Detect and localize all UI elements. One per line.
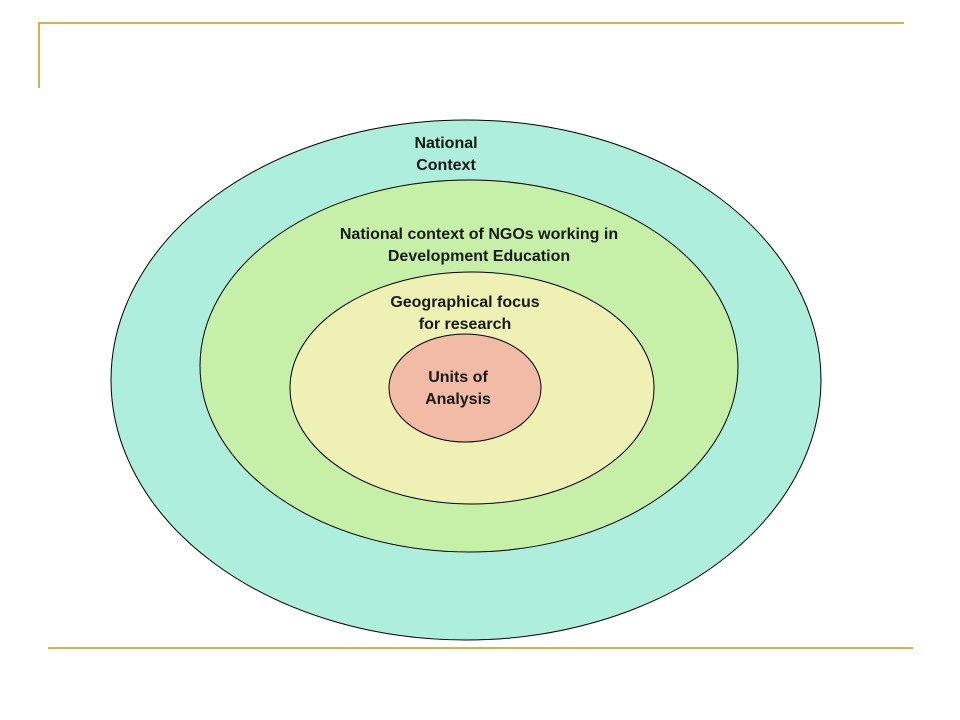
national-context-label-line-2: Context [416, 157, 476, 174]
top-accent-line [38, 22, 904, 24]
ngo-context-label-line-1: National context of NGOs working in [340, 226, 618, 243]
national-context-label-line-1: National [414, 135, 477, 152]
left-accent-line [38, 22, 40, 88]
layer-units-of-analysis: Units of Analysis [388, 333, 542, 443]
ngo-context-label-line-2: Development Education [388, 248, 570, 265]
geographical-focus-label-line-1: Geographical focus [390, 294, 539, 311]
units-of-analysis-label-line-2: Analysis [425, 391, 491, 408]
units-of-analysis-label-line-1: Units of [428, 369, 488, 386]
units-of-analysis-ellipse [388, 333, 542, 443]
bottom-accent-line [48, 647, 913, 649]
geographical-focus-label-line-2: for research [419, 316, 512, 333]
